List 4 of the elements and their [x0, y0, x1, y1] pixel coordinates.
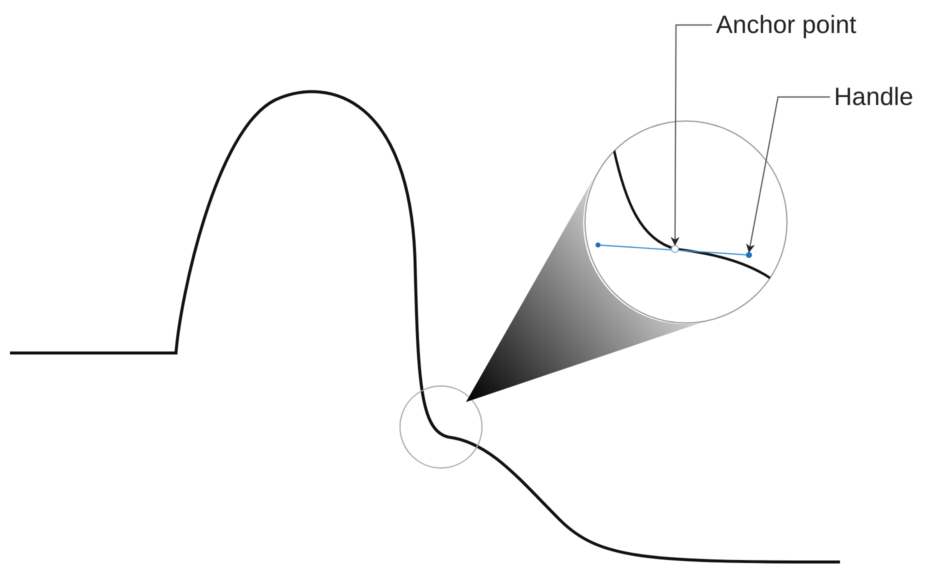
callout-label: Handle [834, 80, 926, 114]
leader-line [670, 24, 712, 246]
callout-label: Anchor point [716, 8, 866, 42]
leader-line [746, 96, 830, 253]
